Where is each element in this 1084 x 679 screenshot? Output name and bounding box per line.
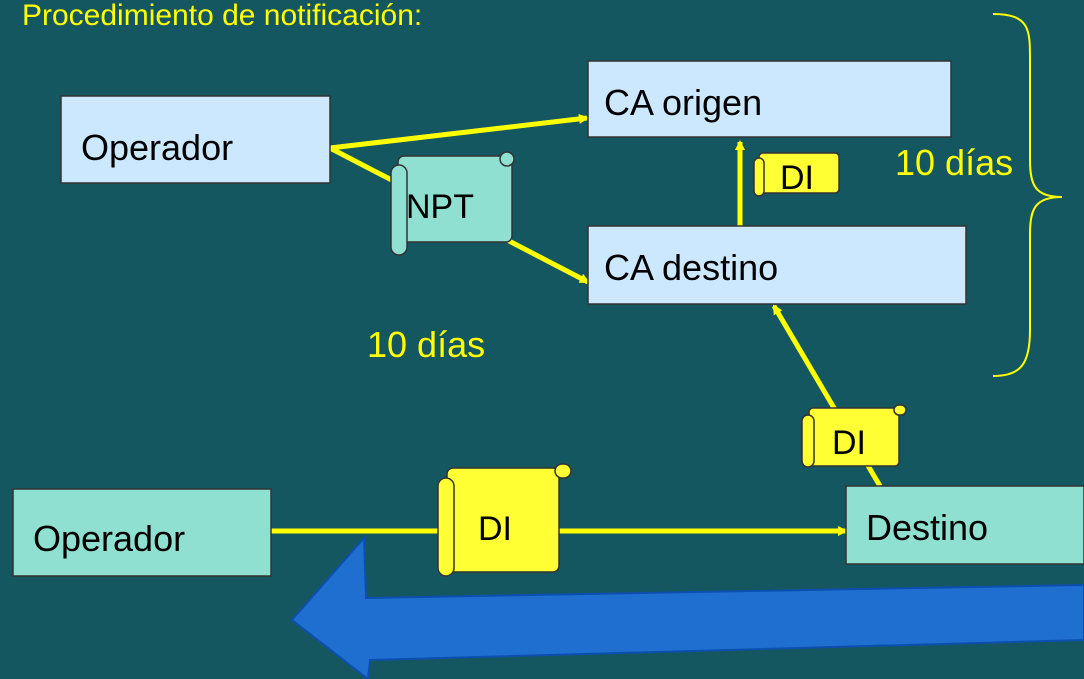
document-di-bottom-scroll: DI: [437, 463, 572, 577]
node-operador-top-label: Operador: [81, 127, 233, 168]
node-operador-top: Operador: [60, 95, 331, 184]
document-npt-label: NPT: [406, 188, 474, 226]
node-destino-label: Destino: [866, 507, 988, 548]
days-label-left: 10 días: [367, 324, 485, 365]
page-title: Procedimiento de notificación:: [22, 0, 422, 32]
document-npt-scroll: NPT: [390, 151, 515, 256]
node-destino: Destino: [845, 485, 1084, 565]
document-di-upper-label: DI: [780, 159, 814, 197]
timeframe-brace: [992, 13, 1063, 377]
node-ca-origen: CA origen: [587, 60, 952, 138]
days-label-right: 10 días: [895, 142, 1013, 183]
arrow-operador-to-ca-origen: [329, 113, 589, 151]
document-di-middle-label: DI: [832, 424, 866, 462]
node-ca-origen-label: CA origen: [604, 82, 762, 123]
document-di-middle-scroll: DI: [801, 404, 907, 468]
node-ca-destino: CA destino: [587, 225, 967, 305]
node-ca-destino-label: CA destino: [604, 247, 778, 288]
node-operador-bottom-label: Operador: [33, 518, 185, 559]
node-operador-bottom: Operador: [12, 488, 272, 577]
document-di-upper-scroll: DI: [753, 152, 840, 197]
document-di-bottom-label: DI: [478, 510, 512, 548]
large-left-arrow: [290, 535, 1084, 679]
